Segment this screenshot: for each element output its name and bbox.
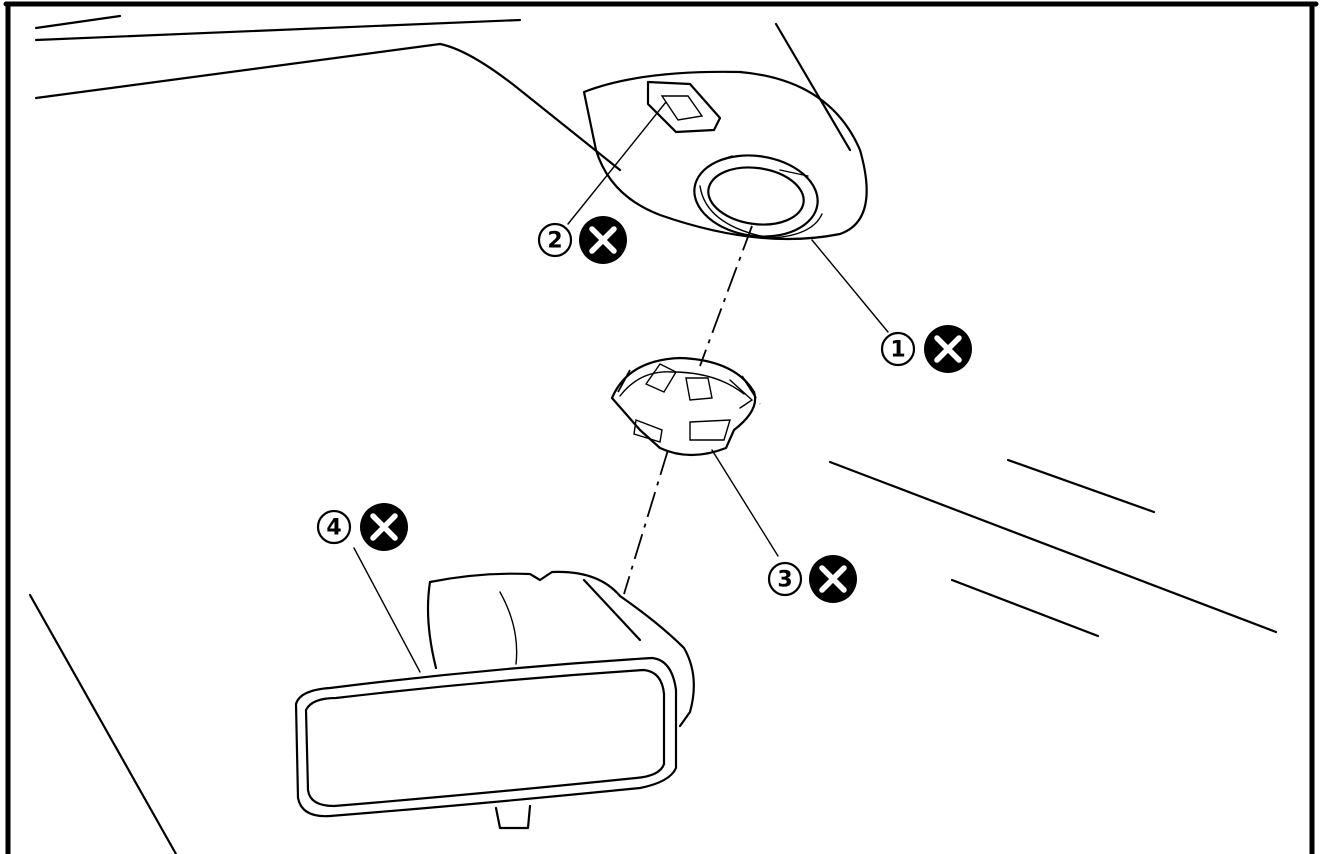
callout-4: 4 — [316, 503, 408, 551]
callout-1: 1 — [880, 325, 972, 373]
cross-mark-icon — [924, 325, 972, 373]
mirror-base-cover — [582, 70, 868, 241]
callout-3: 3 — [767, 555, 857, 603]
callout-circle — [316, 509, 352, 545]
callout-number: 2 — [547, 229, 562, 254]
cross-mark-icon — [579, 216, 627, 264]
cross-mark-icon — [809, 555, 857, 603]
assembly-axis — [623, 225, 753, 595]
mirror-mount-bracket — [610, 356, 761, 457]
callout-circle — [537, 222, 573, 258]
callout-number: 4 — [326, 516, 341, 541]
leader-lines — [353, 101, 889, 673]
callout-number: 1 — [890, 338, 905, 363]
page-border — [3, 1, 1319, 854]
cross-mark-icon — [360, 503, 408, 551]
callout-2: 2 — [537, 216, 627, 264]
callout-number: 3 — [777, 568, 792, 593]
mounting-button — [693, 154, 823, 239]
windshield-lines — [28, 14, 1278, 854]
callout-circle — [880, 331, 916, 367]
callout-circle — [767, 561, 803, 597]
rear-view-mirror — [294, 570, 695, 830]
